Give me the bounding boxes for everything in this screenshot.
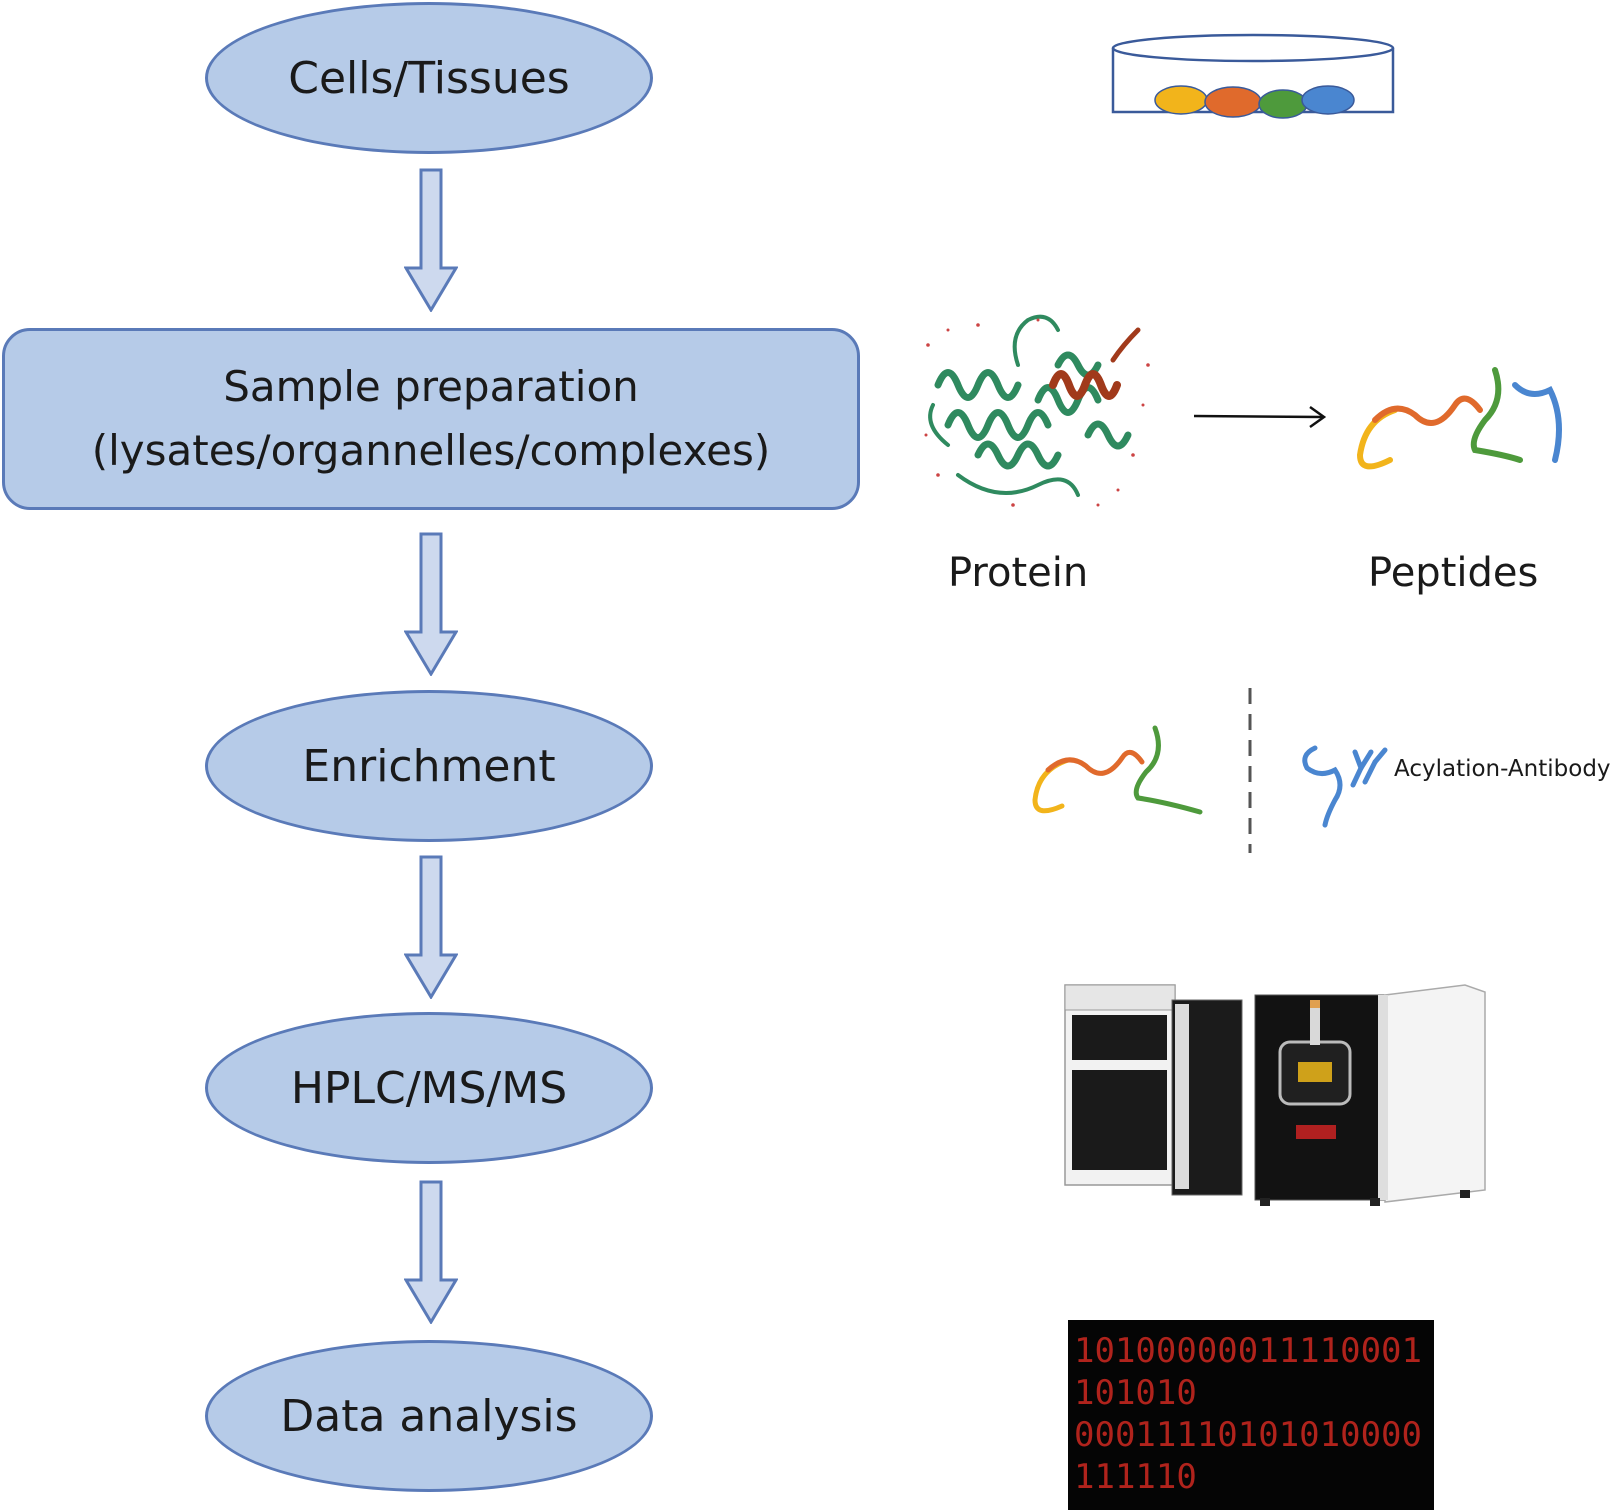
binary-line: 00011110101010000 — [1074, 1415, 1422, 1455]
antibody-label: Acylation-Antibody — [1394, 756, 1611, 782]
flow-node-data-analysis: Data analysis — [205, 1340, 653, 1492]
flow-node-sample-preparation: Sample preparation (lysates/organnelles/… — [2, 328, 860, 510]
down-arrow-4 — [404, 1180, 458, 1324]
protein-structure-icon — [924, 314, 1150, 507]
binary-data-panel: 10100000011110001 101010 000111101010100… — [1068, 1320, 1434, 1510]
dashed-divider — [1248, 688, 1252, 853]
down-arrow-2 — [404, 532, 458, 676]
flow-node-hplc-ms-ms: HPLC/MS/MS — [205, 1012, 653, 1164]
flow-node-label: Cells/Tissues — [288, 52, 570, 104]
flow-node-label: HPLC/MS/MS — [290, 1062, 568, 1114]
binary-line: 10100000011110001 — [1074, 1331, 1422, 1371]
binary-line: 101010 — [1074, 1373, 1197, 1413]
down-arrow-1 — [404, 168, 458, 312]
binary-line: 111110 — [1074, 1457, 1197, 1497]
protein-label: Protein — [948, 550, 1089, 596]
digestion-arrow — [1193, 405, 1327, 429]
flow-node-label-line1: Sample preparation — [223, 362, 639, 411]
flow-node-label-line2: (lysates/organnelles/complexes) — [91, 426, 771, 475]
peptides-icon — [1356, 367, 1562, 470]
flow-node-label: Enrichment — [302, 740, 556, 792]
flow-node-label: Data analysis — [280, 1390, 578, 1442]
peptides-label: Peptides — [1368, 550, 1539, 596]
lc-ms-instrument-icon — [1064, 984, 1486, 1206]
antibody-peptide-icon — [1302, 745, 1388, 828]
petri-dish-icon — [1111, 33, 1395, 119]
down-arrow-3 — [404, 855, 458, 999]
peptides-icon — [1032, 725, 1203, 815]
flow-node-cells-tissues: Cells/Tissues — [205, 2, 653, 154]
flow-node-enrichment: Enrichment — [205, 690, 653, 842]
